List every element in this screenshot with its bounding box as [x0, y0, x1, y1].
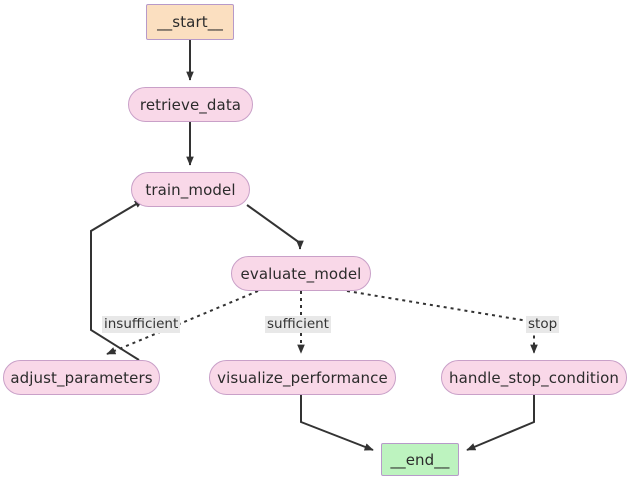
- node-evaluate-model[interactable]: evaluate_model: [231, 256, 371, 291]
- node-adjust-parameters-label: adjust_parameters: [10, 368, 153, 387]
- node-train-model[interactable]: train_model: [131, 172, 250, 207]
- edge-train-model-to-evaluate-model: [246, 204, 304, 250]
- node-retrieve-data[interactable]: retrieve_data: [128, 87, 253, 122]
- node-handle-stop-condition[interactable]: handle_stop_condition: [441, 360, 627, 395]
- edge-handle-stop-condition-to-end: [466, 395, 535, 451]
- node-visualize-performance-label: visualize_performance: [217, 368, 388, 387]
- edge-visualize-performance-to-end: [300, 395, 374, 451]
- node-start[interactable]: __start__: [146, 4, 234, 40]
- edge-label-sufficient: sufficient: [265, 316, 331, 333]
- node-train-model-label: train_model: [145, 180, 236, 199]
- edge-label-stop: stop: [526, 316, 560, 333]
- edge-label-insufficient: insufficient: [102, 316, 181, 333]
- node-handle-stop-condition-label: handle_stop_condition: [449, 368, 619, 387]
- edge-adjust-parameters-to-train-model: [90, 199, 144, 361]
- node-visualize-performance[interactable]: visualize_performance: [209, 360, 396, 395]
- node-evaluate-model-label: evaluate_model: [240, 264, 362, 283]
- node-adjust-parameters[interactable]: adjust_parameters: [3, 360, 160, 395]
- node-start-label: __start__: [157, 13, 223, 31]
- node-retrieve-data-label: retrieve_data: [139, 95, 242, 114]
- node-end-label: __end__: [390, 450, 450, 469]
- node-end[interactable]: __end__: [381, 443, 459, 476]
- edge-evaluate-model-to-handle-stop-condition: [346, 290, 538, 354]
